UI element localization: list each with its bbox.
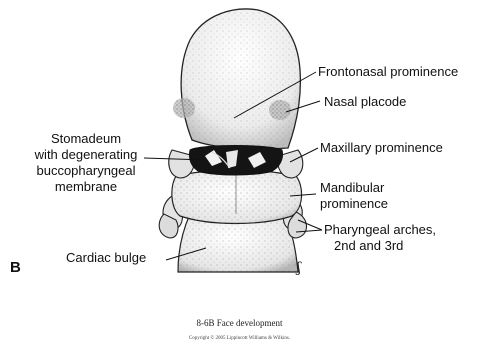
frontonasal-prominence-shape bbox=[173, 9, 300, 149]
label-cardiac-bulge: Cardiac bulge bbox=[66, 250, 146, 265]
label-maxillary-prominence: Maxillary prominence bbox=[320, 140, 443, 155]
label-stomadeum-line2: with degenerating bbox=[34, 147, 138, 162]
copyright-notice: Copyright © 2005 Lippincott Williams & W… bbox=[0, 336, 479, 341]
panel-letter: B bbox=[10, 259, 21, 276]
artist-signature: ʃ bbox=[295, 260, 302, 276]
label-pharyngeal-line1: Pharyngeal arches, bbox=[324, 222, 436, 237]
label-stomadeum-line4: membrane bbox=[55, 179, 117, 194]
label-pharyngeal-arches: Pharyngeal arches, 2nd and 3rd bbox=[324, 222, 436, 253]
label-stomadeum-line1: Stomadeum bbox=[51, 131, 121, 146]
label-mandibular-line1: Mandibular bbox=[320, 180, 385, 195]
label-frontonasal-prominence: Frontonasal prominence bbox=[318, 64, 458, 79]
label-mandibular-line2: prominence bbox=[320, 196, 388, 211]
label-stomadeum: Stomadeum with degenerating buccopharyng… bbox=[34, 131, 138, 194]
label-mandibular-prominence: Mandibular prominence bbox=[320, 180, 388, 211]
label-stomadeum-line3: buccopharyngeal bbox=[36, 163, 135, 178]
mandibular-prominence-shape bbox=[172, 170, 302, 224]
figure-caption: 8-6B Face development bbox=[0, 318, 479, 328]
label-nasal-placode: Nasal placode bbox=[324, 94, 406, 109]
label-pharyngeal-line2: 2nd and 3rd bbox=[334, 238, 403, 253]
